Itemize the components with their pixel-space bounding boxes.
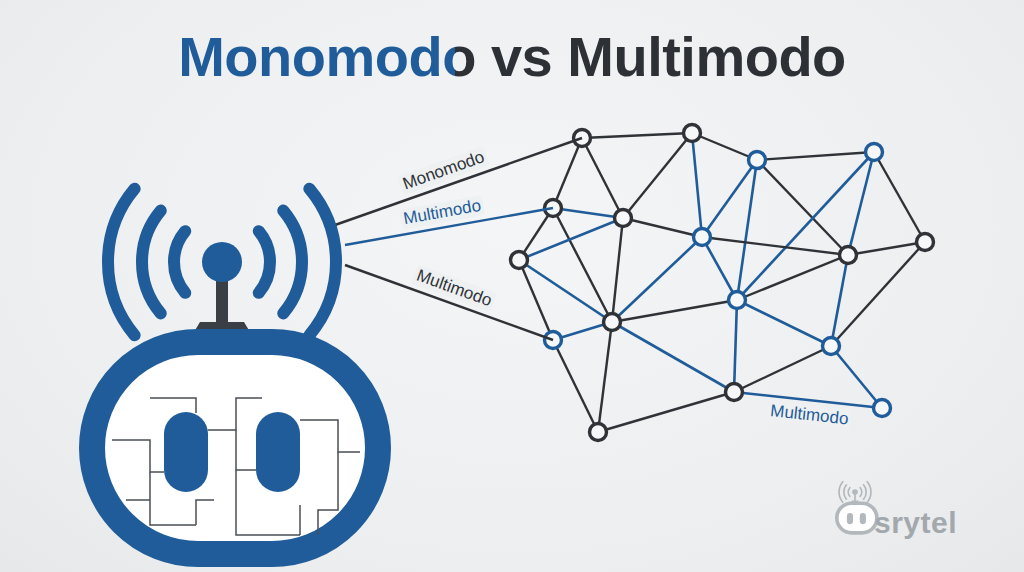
network-link — [582, 133, 692, 138]
title: Monomodo vs Multimodo — [0, 24, 1024, 89]
signal-wave — [848, 488, 850, 497]
robot-eye — [847, 513, 853, 524]
robot-body — [837, 503, 877, 533]
network-node — [917, 234, 934, 251]
network-link — [737, 300, 831, 346]
fibre-label: Multimodo — [766, 401, 852, 430]
robot-eye — [860, 513, 866, 524]
network-link — [612, 300, 737, 322]
circuit-trace — [300, 420, 360, 452]
signal-wave — [174, 231, 185, 293]
network-link — [874, 152, 925, 242]
network-node — [749, 152, 766, 169]
network-link — [831, 255, 848, 346]
circuit-trace — [208, 398, 262, 430]
signal-wave — [259, 231, 270, 293]
network-link — [598, 392, 734, 432]
antenna-ball — [202, 242, 242, 282]
network-link — [831, 242, 925, 346]
network-link — [734, 300, 737, 392]
network-node — [684, 125, 701, 142]
network — [511, 125, 934, 441]
network-link — [623, 133, 692, 218]
circuit-trace — [196, 500, 214, 525]
network-link — [734, 346, 831, 392]
network-node — [840, 247, 857, 264]
network-node — [874, 400, 891, 417]
network-link — [598, 322, 612, 432]
watermark: srytel — [874, 506, 957, 540]
network-link — [737, 152, 874, 300]
network-link — [553, 138, 582, 208]
fibre-line — [345, 265, 553, 340]
network-node — [726, 384, 743, 401]
network-node — [590, 424, 607, 441]
network-node — [729, 292, 746, 309]
network-node — [615, 210, 632, 227]
robot-eye — [164, 412, 208, 492]
circuit-trace — [150, 398, 196, 413]
network-link — [737, 255, 848, 300]
network-node — [694, 229, 711, 246]
robot-body — [92, 342, 378, 554]
network-link — [702, 237, 737, 300]
network-link — [612, 218, 623, 322]
circuit-trace — [236, 430, 256, 470]
network-link — [553, 208, 623, 218]
network-link — [553, 340, 598, 432]
circuit-trace — [299, 505, 301, 535]
network-link — [692, 133, 757, 160]
signal-wave — [867, 482, 871, 503]
network-link — [519, 218, 623, 260]
watermark-icon — [837, 482, 877, 533]
network-link — [702, 237, 848, 255]
signal-wave — [844, 485, 847, 499]
fibre-label: Multimodo — [399, 195, 486, 229]
network-node — [511, 252, 528, 269]
robot-icon — [92, 189, 378, 554]
network-link — [623, 218, 702, 237]
circuit-trace — [126, 499, 150, 501]
network-link — [737, 160, 757, 300]
network-link — [519, 260, 612, 322]
signal-wave — [860, 488, 862, 497]
circuit-trace — [318, 452, 338, 535]
antenna-ball — [852, 489, 858, 495]
signal-wave — [864, 485, 867, 499]
network-node — [866, 144, 883, 161]
fibre-label: Monomodo — [397, 146, 490, 195]
signal-wave — [839, 482, 843, 503]
network-node — [604, 314, 621, 331]
robot-eye — [256, 412, 300, 492]
network-link — [831, 346, 882, 408]
signal-wave — [142, 211, 161, 314]
network-node — [823, 338, 840, 355]
signal-wave — [283, 211, 302, 314]
circuit-trace — [112, 440, 164, 472]
network-link — [757, 152, 874, 160]
network-link — [612, 322, 734, 392]
signal-wave — [309, 189, 336, 336]
network-link — [692, 133, 702, 237]
network-link — [757, 160, 848, 255]
signal-wave — [108, 189, 135, 336]
network-link — [582, 138, 623, 218]
